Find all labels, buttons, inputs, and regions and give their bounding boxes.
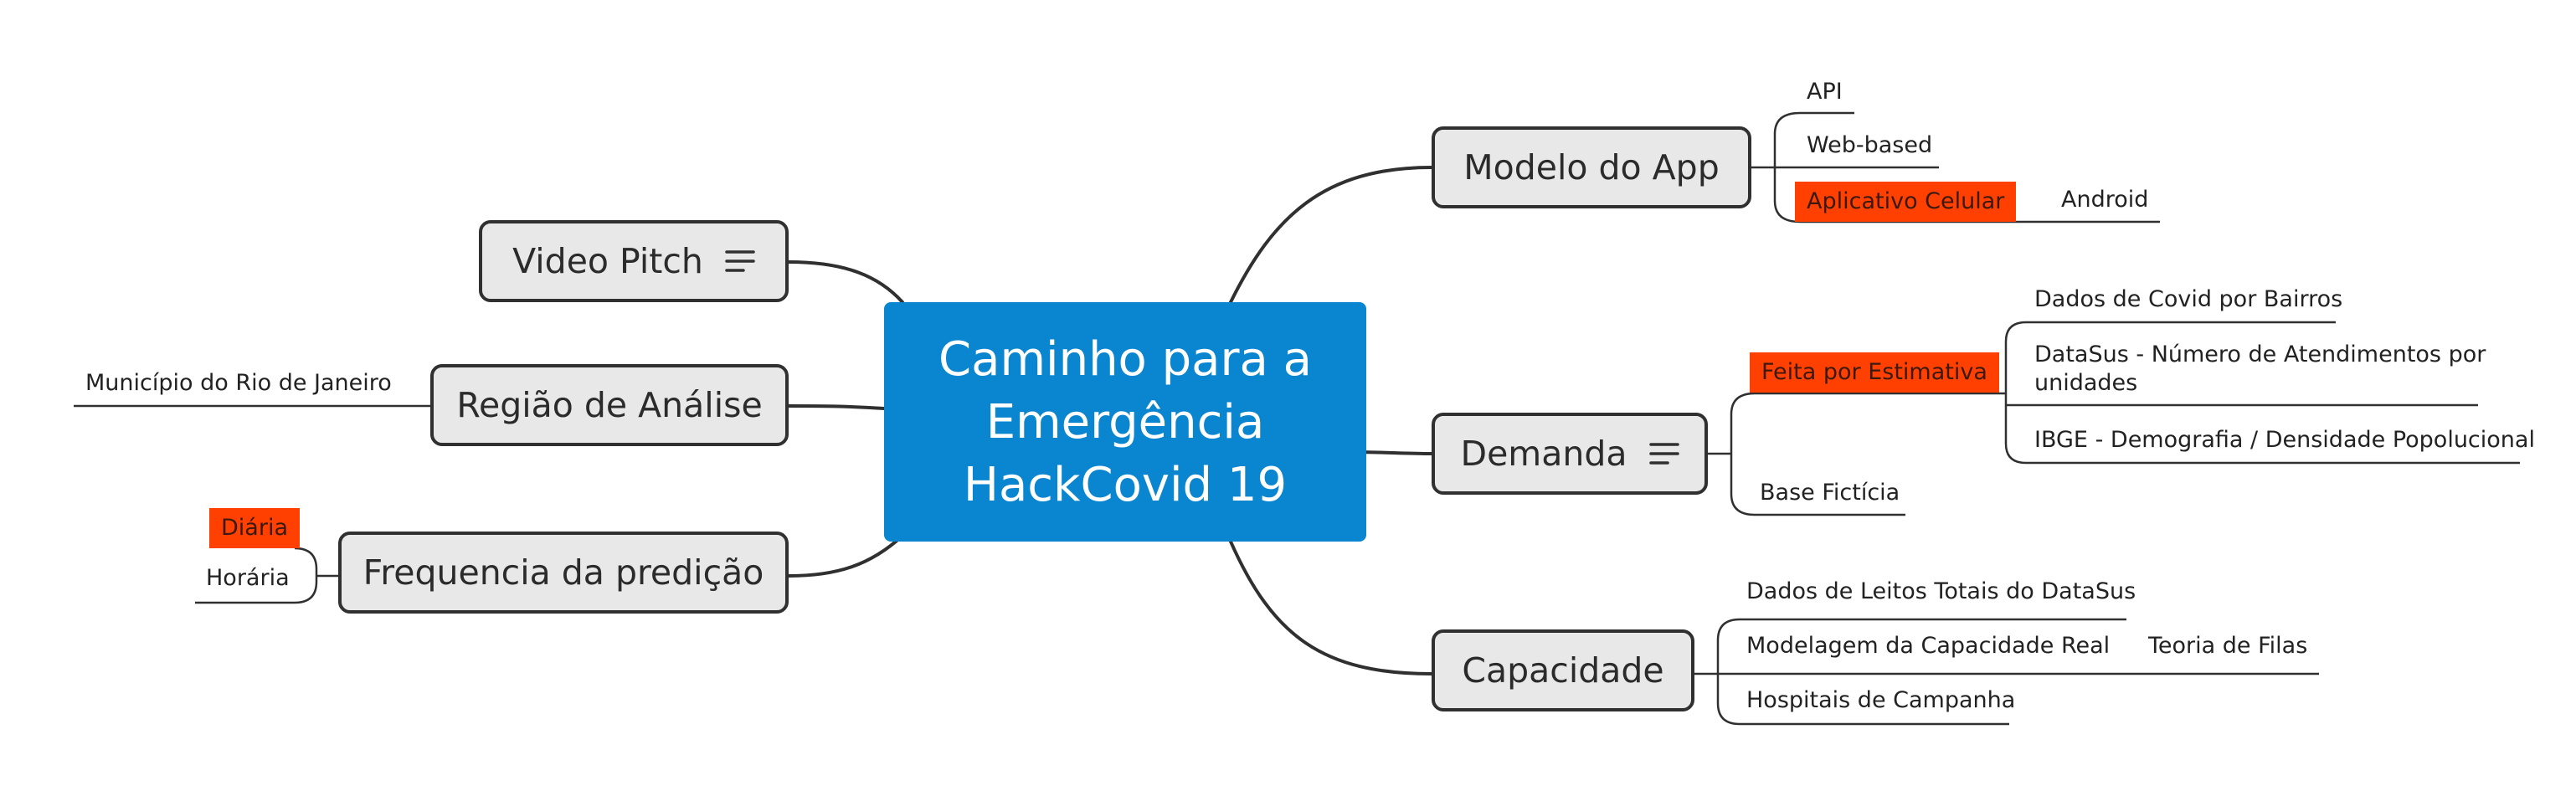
subtopic-feita-por-estimativa[interactable]: Feita por Estimativa bbox=[1750, 352, 1999, 393]
topic-modelo-do-app[interactable]: Modelo do App bbox=[1432, 126, 1751, 208]
subtopic-datasus[interactable]: DataSus - Número de Atendimentos por uni… bbox=[2034, 342, 2486, 396]
subtopic-covid-bairros[interactable]: Dados de Covid por Bairros bbox=[2034, 286, 2343, 312]
topic-demanda-label: Demanda bbox=[1460, 434, 1627, 474]
topic-demanda[interactable]: Demanda bbox=[1432, 413, 1708, 495]
central-topic-line2: Emergência bbox=[985, 394, 1265, 449]
subtopic-diaria[interactable]: Diária bbox=[209, 508, 300, 548]
connector-capacidade bbox=[1229, 540, 1433, 675]
topic-capacidade[interactable]: Capacidade bbox=[1432, 629, 1694, 711]
subtopic-aplicativo-celular[interactable]: Aplicativo Celular bbox=[1795, 182, 2017, 222]
topic-regiao-label: Região de Análise bbox=[456, 385, 763, 425]
subtopic-api[interactable]: API bbox=[1807, 79, 1843, 105]
subtopic-leitos[interactable]: Dados de Leitos Totais do DataSus bbox=[1746, 578, 2136, 604]
subtopic-teoria-de-filas[interactable]: Teoria de Filas bbox=[2148, 633, 2308, 659]
topic-video-pitch[interactable]: Video Pitch bbox=[479, 220, 789, 302]
connector-frequencia bbox=[787, 534, 904, 578]
subtopic-modelagem[interactable]: Modelagem da Capacidade Real bbox=[1746, 633, 2111, 659]
topic-frequencia-label: Frequencia da predição bbox=[362, 552, 764, 593]
subtopic-ibge[interactable]: IBGE - Demografia / Densidade Popolucion… bbox=[2034, 427, 2535, 453]
central-topic-line3: HackCovid 19 bbox=[963, 457, 1288, 512]
topic-regiao-de-analise[interactable]: Região de Análise bbox=[430, 364, 789, 446]
subtopic-android[interactable]: Android bbox=[2061, 187, 2149, 213]
subtopic-horaria[interactable]: Horária bbox=[206, 565, 290, 591]
topic-frequencia-da-predicao[interactable]: Frequencia da predição bbox=[338, 532, 789, 614]
notes-icon bbox=[725, 250, 755, 272]
subtopic-web-based[interactable]: Web-based bbox=[1807, 132, 1933, 158]
central-topic-line1: Caminho para a bbox=[938, 331, 1312, 387]
subtopic-municipio[interactable]: Município do Rio de Janeiro bbox=[85, 370, 392, 396]
central-topic[interactable]: Caminho para a Emergência HackCovid 19 bbox=[884, 302, 1366, 542]
subtopic-base-ficticia[interactable]: Base Fictícia bbox=[1760, 480, 1900, 506]
connector-video bbox=[787, 260, 904, 304]
topic-capacidade-label: Capacidade bbox=[1462, 650, 1664, 691]
topic-modelo-label: Modelo do App bbox=[1463, 147, 1720, 187]
subtopic-hospitais[interactable]: Hospitais de Campanha bbox=[1746, 687, 2016, 713]
notes-icon bbox=[1648, 443, 1679, 465]
topic-video-label: Video Pitch bbox=[512, 241, 703, 281]
connector-regiao bbox=[787, 404, 886, 410]
connector-modelo bbox=[1229, 166, 1433, 304]
